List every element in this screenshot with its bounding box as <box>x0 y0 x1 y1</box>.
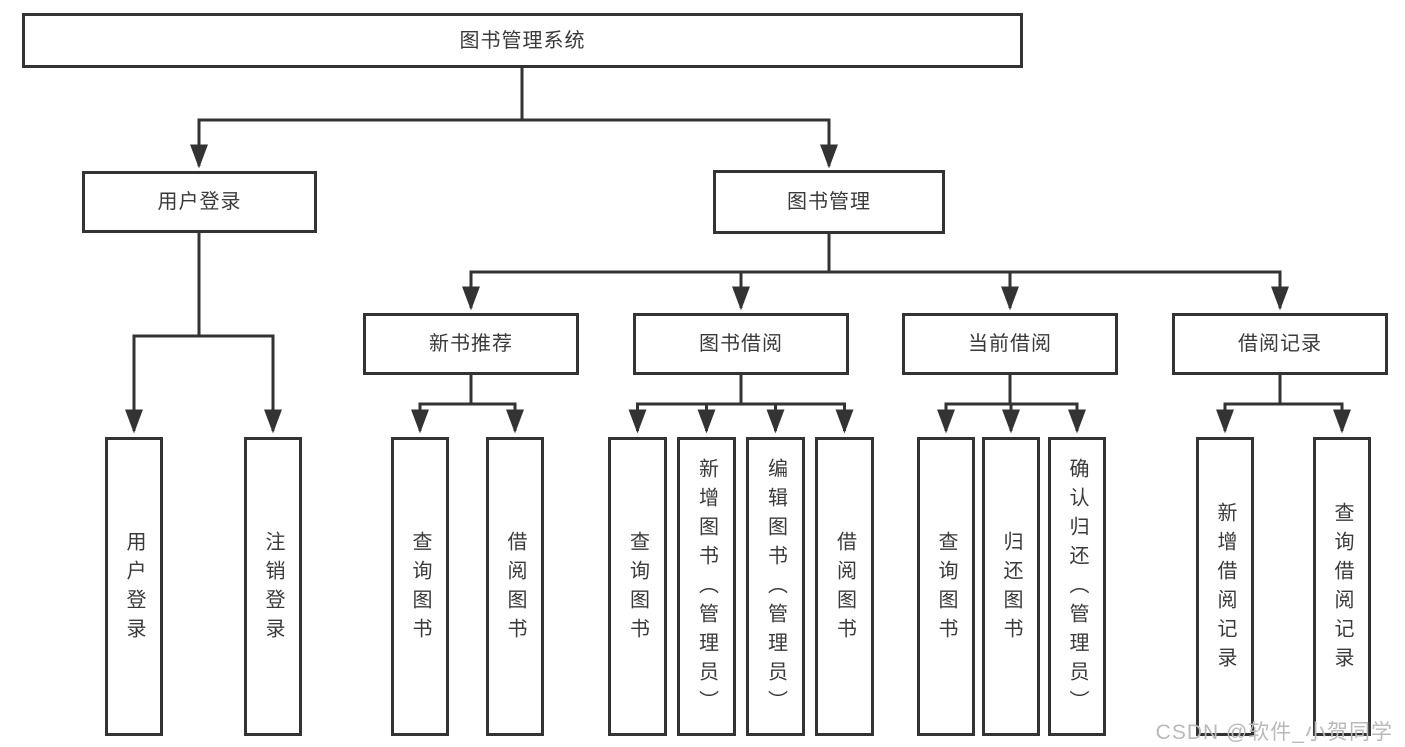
csdn-watermark: CSDN @软件_小贺同学 <box>1155 721 1393 744</box>
node-recommend-query-books: 查询图书 <box>391 437 449 736</box>
node-borrow-edit-books-admin: 编辑图书（管理员） <box>746 437 805 736</box>
node-borrow-borrow-books: 借阅图书 <box>815 437 874 736</box>
node-borrow-add-books-admin: 新增图书（管理员） <box>677 437 736 736</box>
node-current-query-books: 查询图书 <box>917 437 975 736</box>
node-recommend-borrow-books: 借阅图书 <box>486 437 544 736</box>
node-current-return-books: 归还图书 <box>982 437 1040 736</box>
node-records-query-borrow-record: 查询借阅记录 <box>1313 437 1371 736</box>
node-current-confirm-return-admin: 确认归还（管理员） <box>1048 437 1106 736</box>
node-new-book-recommend: 新书推荐 <box>363 313 579 375</box>
node-current-borrow: 当前借阅 <box>902 313 1118 375</box>
connector-arrows <box>125 120 1351 434</box>
node-borrow-query-books: 查询图书 <box>608 437 667 736</box>
node-book-management: 图书管理 <box>713 170 945 234</box>
node-book-borrow: 图书借阅 <box>633 313 849 375</box>
node-leaf-user-login: 用户登录 <box>105 437 163 736</box>
node-user-login: 用户登录 <box>82 171 317 233</box>
node-leaf-logout: 注销登录 <box>244 437 302 736</box>
node-records-add-borrow-record: 新增借阅记录 <box>1196 437 1254 736</box>
node-borrow-records: 借阅记录 <box>1172 313 1388 375</box>
node-root-library-system: 图书管理系统 <box>22 13 1023 68</box>
